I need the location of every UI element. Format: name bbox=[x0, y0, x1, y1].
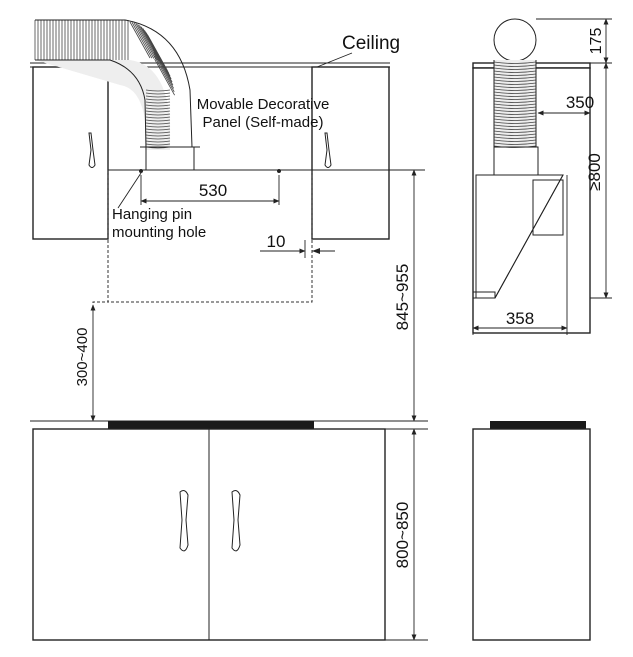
dimension-10: 10 bbox=[260, 232, 335, 258]
side-duct-hose bbox=[493, 60, 537, 148]
dimension-800-850: 800~850 bbox=[385, 428, 428, 641]
dimension-350-label: 350 bbox=[566, 93, 594, 112]
dimension-530-label: 530 bbox=[199, 181, 227, 200]
ceiling-leader bbox=[316, 52, 353, 68]
dimension-800-min-label: ≥800 bbox=[585, 153, 604, 191]
hanging-pin-leader bbox=[117, 172, 142, 209]
mounting-hole-right bbox=[277, 169, 281, 173]
side-hood bbox=[472, 174, 564, 299]
dimension-175: 175 bbox=[536, 18, 612, 64]
dimension-358-label: 358 bbox=[506, 309, 534, 328]
base-cabinet bbox=[32, 428, 386, 641]
dimension-845-955: 845~955 bbox=[312, 169, 425, 422]
duct-hose bbox=[34, 19, 193, 150]
duct-collar bbox=[140, 146, 200, 171]
handle-upper-right bbox=[324, 132, 332, 168]
upper-cabinet-left bbox=[32, 66, 109, 240]
panel-label-line2: Panel (Self-made) bbox=[203, 114, 324, 131]
side-base-cabinet bbox=[472, 428, 591, 641]
dimension-300-400-label: 300~400 bbox=[74, 328, 91, 387]
cooktop-side bbox=[490, 421, 586, 429]
cooktop-front bbox=[108, 421, 314, 429]
hanging-label-line2: mounting hole bbox=[112, 224, 206, 241]
side-duct-elbow bbox=[493, 18, 537, 62]
handle-base-right bbox=[231, 490, 241, 552]
dimension-358: 358 bbox=[472, 175, 568, 335]
panel-label-line1: Movable Decorative bbox=[197, 96, 330, 113]
mounting-hole-left bbox=[139, 169, 143, 173]
dimension-350: 350 bbox=[537, 93, 594, 116]
upper-cabinet-right bbox=[311, 66, 390, 240]
dimension-845-955-label: 845~955 bbox=[393, 264, 412, 331]
decorative-panel bbox=[107, 67, 313, 170]
dimension-800-850-label: 800~850 bbox=[393, 502, 412, 569]
dimension-530: 530 bbox=[140, 175, 280, 205]
handle-base-left bbox=[179, 490, 189, 552]
hanging-label-line1: Hanging pin bbox=[112, 206, 192, 223]
ceiling-label: Ceiling bbox=[342, 33, 400, 54]
handle-upper-left bbox=[88, 132, 96, 168]
dimension-175-label: 175 bbox=[588, 28, 605, 55]
dimension-300-400: 300~400 bbox=[74, 304, 96, 422]
dimension-800-min: ≥800 bbox=[585, 62, 612, 299]
dimension-10-label: 10 bbox=[267, 232, 286, 251]
